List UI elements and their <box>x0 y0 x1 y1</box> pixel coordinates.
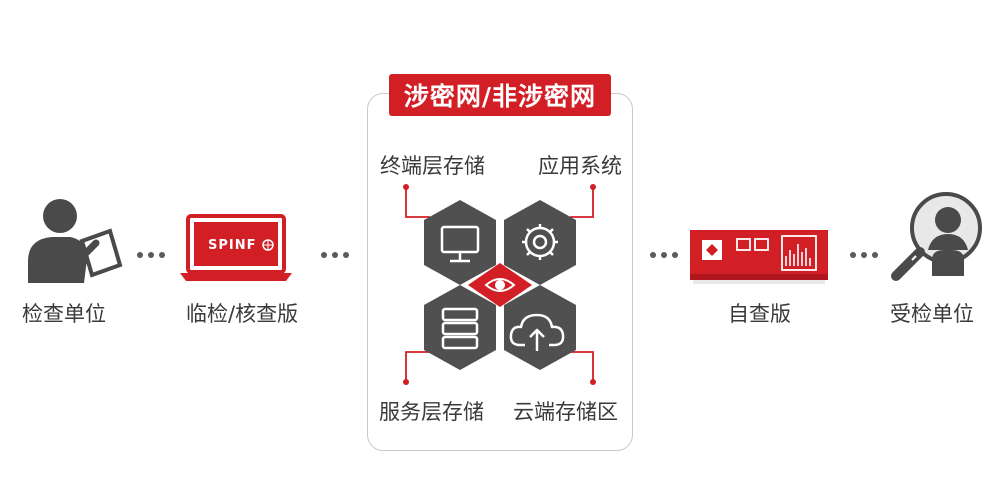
magnifier-user-icon <box>891 192 982 281</box>
inspection-version-label: 临检/核查版 <box>186 302 299 326</box>
connector-dots-1 <box>137 252 165 258</box>
application-system-label: 应用系统 <box>538 154 622 178</box>
terminal-storage-label: 终端层存储 <box>380 154 485 178</box>
callout-lines <box>405 187 594 382</box>
network-panel <box>367 93 633 451</box>
monitor-icon <box>440 225 480 263</box>
connector-dots-2 <box>321 252 349 258</box>
hexagon-cluster <box>403 184 596 385</box>
inspecting-unit-label: 检查单位 <box>22 302 106 326</box>
cloud-hex <box>504 285 576 370</box>
application-hex <box>504 200 576 285</box>
terminal-hex <box>424 200 496 285</box>
network-banner: 涉密网/非涉密网 <box>389 74 611 116</box>
self-check-version-label: 自查版 <box>728 302 791 326</box>
user-with-tablet-icon <box>28 199 123 283</box>
connector-dots-4 <box>850 252 878 258</box>
server-storage-label: 服务层存储 <box>379 400 484 424</box>
server-icon <box>441 307 479 350</box>
laptop-icon <box>180 214 292 281</box>
laptop-brand-text: SPINF <box>208 238 257 253</box>
cloud-upload-icon <box>509 313 565 351</box>
inspected-unit-label: 受检单位 <box>890 302 974 326</box>
gear-icon <box>522 224 558 260</box>
cloud-storage-label: 云端存储区 <box>513 400 618 424</box>
eye-icon <box>484 278 516 292</box>
connector-dots-3 <box>650 252 678 258</box>
server-hex <box>424 285 496 370</box>
globe-icon <box>262 239 274 251</box>
device-box-icon <box>690 230 828 284</box>
